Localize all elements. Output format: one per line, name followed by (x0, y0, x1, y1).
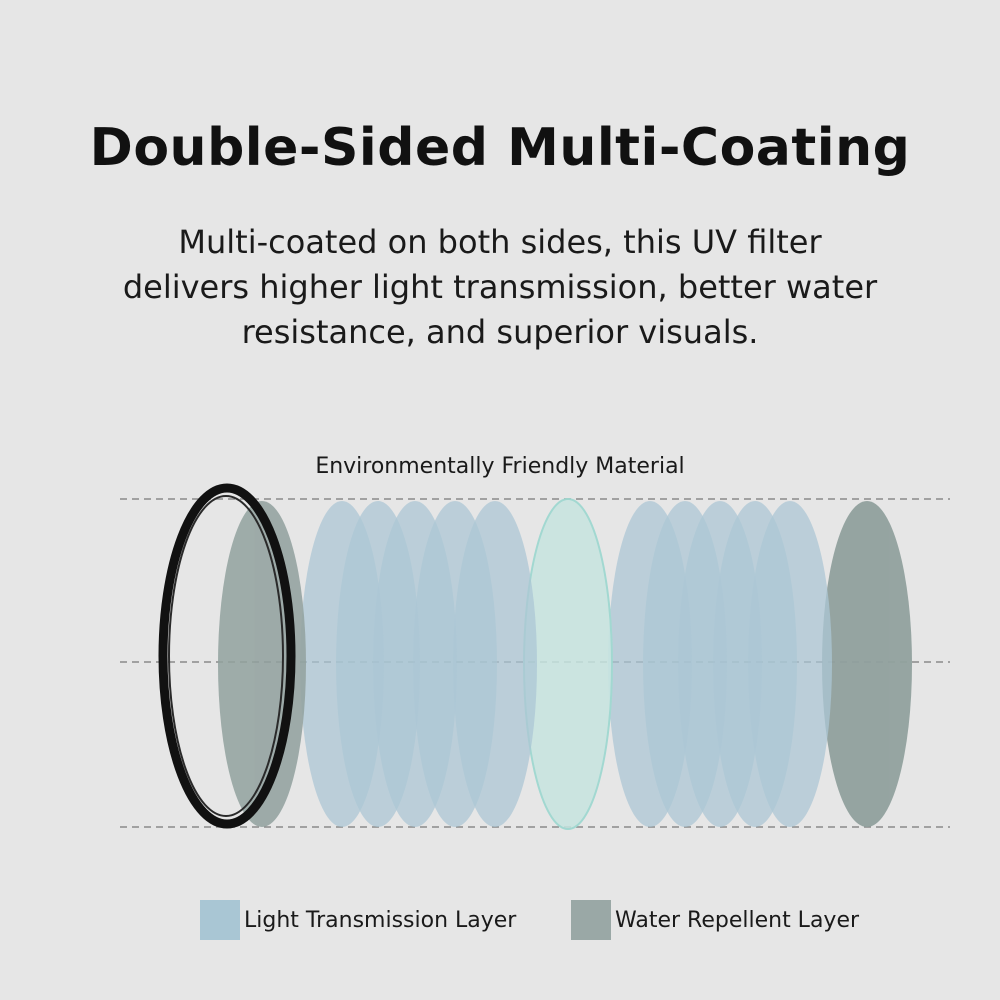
filter-layers-diagram (120, 483, 950, 830)
environmentally-friendly-material-layer (523, 498, 613, 830)
light-transmission-label: Light Transmission Layer (244, 907, 517, 933)
legend-light-transmission: Light Transmission Layer (200, 900, 516, 940)
description-line-2: delivers higher light transmission, bett… (122, 268, 878, 306)
water-repellent-swatch (571, 900, 611, 940)
description-line-1: Multi-coated on both sides, this UV filt… (178, 223, 822, 261)
legend-water-repellent: Water Repellent Layer (571, 900, 859, 940)
filter-ring (158, 483, 296, 829)
light-transmission-layer (300, 501, 384, 827)
layers-group (218, 498, 912, 830)
water-repellent-layer-right (822, 501, 912, 827)
light-transmission-layer (608, 501, 692, 827)
filter-ring-outer (158, 483, 296, 829)
water-repellent-label: Water Repellent Layer (615, 907, 860, 933)
filter-ring-inner (168, 495, 284, 817)
page-title: Double-Sided Multi-Coating (89, 118, 911, 178)
description-line-3: resistance, and superior visuals. (241, 313, 759, 351)
description: Multi-coated on both sides, this UV filt… (60, 220, 940, 355)
light-transmission-swatch (200, 900, 240, 940)
material-label: Environmentally Friendly Material (315, 454, 685, 479)
